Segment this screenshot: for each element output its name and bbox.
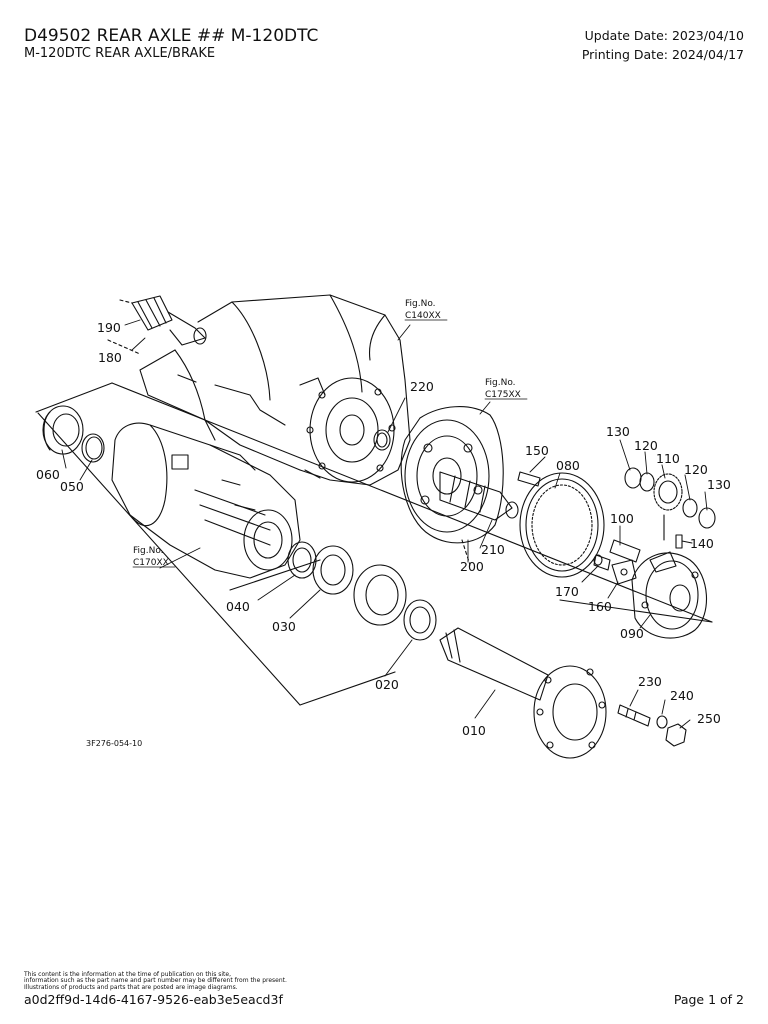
callout-230: 230 xyxy=(638,674,662,689)
seal-060-drawing xyxy=(42,405,84,455)
figref-underlines xyxy=(132,319,528,568)
leader-lines xyxy=(61,319,708,729)
page-title: D49502 REAR AXLE ## M-120DTC xyxy=(24,26,319,46)
callout-040: 040 xyxy=(226,599,250,614)
disclaimer-line-3: Illustrations of products and parts that… xyxy=(24,983,238,991)
figref-code-c175xx: C175XX xyxy=(485,390,521,400)
date-block: Update Date: 2023/04/10 Printing Date: 2… xyxy=(582,26,744,64)
figref-code-c140xx: C140XX xyxy=(405,311,441,321)
nut-250-drawing xyxy=(665,723,687,747)
page-subtitle: M-120DTC REAR AXLE/BRAKE xyxy=(24,46,216,61)
printing-date: Printing Date: 2024/04/17 xyxy=(581,47,744,62)
plate-160-drawing xyxy=(611,559,637,585)
callout-060: 060 xyxy=(36,467,60,482)
callout-090: 090 xyxy=(620,626,644,641)
planet-gear-110-drawing xyxy=(624,467,716,541)
disclaimer-line-1: This content is the information at the t… xyxy=(24,971,231,978)
callout-210: 210 xyxy=(481,542,505,557)
update-date: Update Date: 2023/04/10 xyxy=(584,28,744,43)
callout-250: 250 xyxy=(697,711,721,726)
planet-carrier-090-drawing xyxy=(631,551,707,639)
callout-240: 240 xyxy=(670,688,694,703)
document-id: a0d2ff9d-14d6-4167-9526-eab3e5eacd3f xyxy=(24,992,283,1007)
callout-010: 010 xyxy=(462,723,486,738)
pin-150-drawing xyxy=(517,471,541,487)
stud-230-drawing xyxy=(617,704,651,727)
callout-020: 020 xyxy=(375,677,399,692)
washer-240-drawing xyxy=(656,715,668,729)
figref-label-3: Fig.No. xyxy=(133,546,164,556)
pin-140-drawing xyxy=(675,534,683,549)
assembly-frame-lines xyxy=(35,382,713,706)
o-ring-220-drawing xyxy=(373,429,391,451)
callout-160: 160 xyxy=(588,599,612,614)
callout-220: 220 xyxy=(410,379,434,394)
figure-references: Fig.No. C140XX Fig.No. C175XX Fig.No. C1… xyxy=(133,299,521,568)
callout-180: 180 xyxy=(98,350,122,365)
callout-140: 140 xyxy=(690,536,714,551)
bearing-030-drawing xyxy=(312,545,354,595)
bolt-170-drawing xyxy=(593,554,611,571)
nut-040-drawing xyxy=(287,541,317,579)
axle-shaft-010-drawing xyxy=(439,627,607,759)
disclaimer-line-2: information such as the part name and pa… xyxy=(24,977,287,985)
callout-050: 050 xyxy=(60,479,84,494)
shaft-210-drawing xyxy=(439,471,519,566)
planetary-housing-drawing xyxy=(400,406,504,544)
callout-labels: 010 020 030 040 050 060 080 090 100 110 … xyxy=(36,320,731,738)
callout-170: 170 xyxy=(555,584,579,599)
brake-case-drawing xyxy=(111,422,301,579)
callout-130a: 130 xyxy=(606,424,630,439)
figref-label-2: Fig.No. xyxy=(485,378,516,388)
callout-120b: 120 xyxy=(684,462,708,477)
footer-disclaimer: This content is the information at the t… xyxy=(24,971,424,991)
pin-100-drawing xyxy=(609,539,641,563)
bearing-cage-drawing xyxy=(353,564,407,626)
figref-code-c170xx: C170XX xyxy=(133,558,169,568)
callout-100: 100 xyxy=(610,511,634,526)
callout-130b: 130 xyxy=(707,477,731,492)
drawing-code: 3F276-054-10 xyxy=(86,739,142,748)
figref-label-1: Fig.No. xyxy=(405,299,436,309)
ring-gear-080-drawing xyxy=(519,472,605,578)
callout-110: 110 xyxy=(656,451,680,466)
axle-housing-drawing xyxy=(139,294,411,486)
o-ring-050-drawing xyxy=(81,433,105,463)
callout-080: 080 xyxy=(556,458,580,473)
callout-200: 200 xyxy=(460,559,484,574)
page-number: Page 1 of 2 xyxy=(673,992,744,1007)
seal-020-drawing xyxy=(403,599,437,641)
shaft-190-drawing xyxy=(107,295,207,355)
callout-120a: 120 xyxy=(634,438,658,453)
callout-030: 030 xyxy=(272,619,296,634)
callout-190: 190 xyxy=(97,320,121,335)
callout-150: 150 xyxy=(525,443,549,458)
